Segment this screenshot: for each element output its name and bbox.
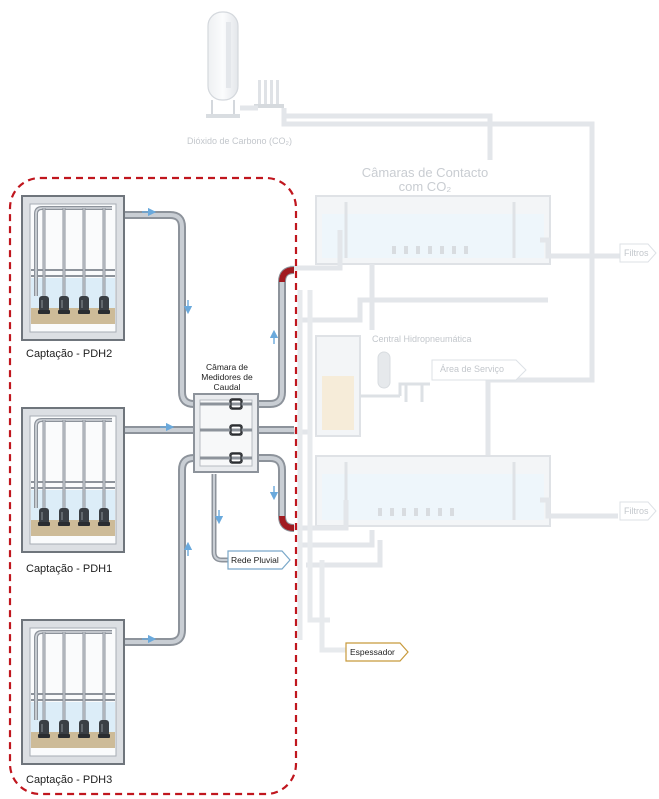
submersible-pump-icon xyxy=(98,720,110,738)
co2-vaporizer xyxy=(254,80,284,108)
intake-well-pdh2 xyxy=(21,195,125,341)
rain-network-tag xyxy=(227,550,291,570)
intake-pdh2-label: Captação - PDH2 xyxy=(26,348,113,360)
intake-pdh3-label: Captação - PDH3 xyxy=(26,774,113,786)
intake-well-pdh1 xyxy=(21,407,125,553)
submersible-pump-icon xyxy=(58,296,70,314)
rain-network-label: Rede Pluvial xyxy=(231,555,279,565)
thickener-label: Espessador xyxy=(350,647,395,657)
hydropneumatic-unit xyxy=(315,335,430,437)
contact-chamber-top xyxy=(315,195,551,265)
flow-arrows xyxy=(142,207,279,644)
hydropneumatic-label: Central Hidropneumática xyxy=(372,334,472,344)
co2-tank-label: Dióxido de Carbono (CO₂) xyxy=(187,136,293,146)
submersible-pump-icon xyxy=(98,296,110,314)
submersible-pump-icon xyxy=(38,296,50,314)
service-area-label: Área de Serviço xyxy=(440,364,505,374)
intake-well-pdh3 xyxy=(21,619,125,765)
submersible-pump-icon xyxy=(78,296,90,314)
contact-chamber-bottom xyxy=(315,455,551,527)
thickener-tag xyxy=(345,642,409,662)
flow-meter-chamber-label: Câmara de Medidores de Caudal xyxy=(201,362,253,392)
submersible-pump-icon xyxy=(78,720,90,738)
submersible-pump-icon xyxy=(38,508,50,526)
submersible-pump-icon xyxy=(98,508,110,526)
intake-pdh1-label: Captação - PDH1 xyxy=(26,563,113,575)
filters-top-label: Filtros xyxy=(624,248,649,258)
contact-chambers-title: Câmaras de Contacto com CO₂ xyxy=(361,165,489,194)
intake-area-boundary xyxy=(8,176,298,796)
filters-bottom-label: Filtros xyxy=(624,506,649,516)
submersible-pump-icon xyxy=(78,508,90,526)
submersible-pump-icon xyxy=(58,508,70,526)
faded-background-process xyxy=(206,11,657,653)
submersible-pump-icon xyxy=(58,720,70,738)
co2-tank xyxy=(207,11,239,101)
flow-meter-chamber xyxy=(193,393,259,473)
submersible-pump-icon xyxy=(38,720,50,738)
